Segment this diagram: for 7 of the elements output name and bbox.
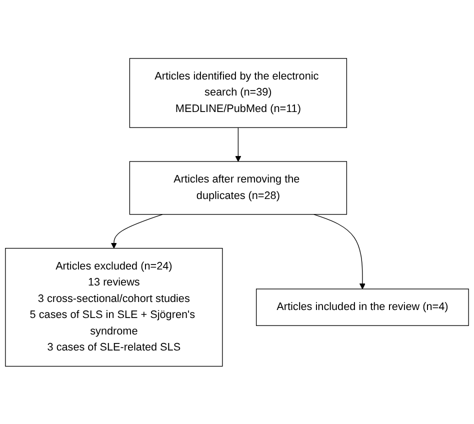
arrow <box>314 214 366 289</box>
arrow <box>235 126 242 162</box>
node-box: Articles included in the review (n=4) <box>256 288 469 326</box>
arrow <box>110 214 163 248</box>
node-box: Articles identified by the electronic search (n=39) MEDLINE/PubMed (n=11) <box>129 58 348 128</box>
node-box: Articles after removing the duplicates (n=28) <box>129 160 348 214</box>
node-box: Articles excluded (n=24) 13 reviews 3 cross-sectional/cohort studies 5 cases of SLS in SLE + Sjögren's syndrome 3 cases of SLE-related SLS <box>5 248 223 366</box>
